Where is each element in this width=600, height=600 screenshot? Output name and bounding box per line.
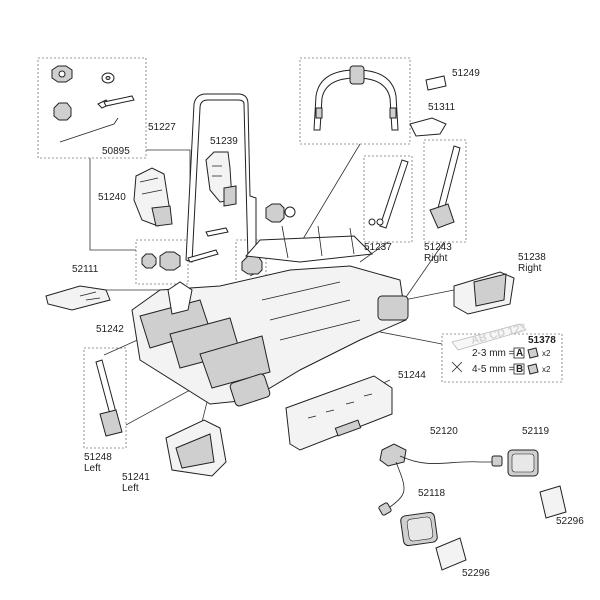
- label-51238-side: Right: [518, 263, 542, 274]
- left-arm-parts: [95, 359, 123, 437]
- right-arm-box: [423, 139, 467, 243]
- spacer-a-icon: [527, 347, 539, 359]
- label-52111: 52111: [72, 264, 99, 275]
- wheel-holder-51239: [205, 151, 237, 207]
- plate-text: AB CD 123: [470, 322, 527, 347]
- label-51249: 51249: [452, 68, 480, 79]
- hardware-kit-box: [37, 57, 147, 159]
- label-51311: 51311: [428, 102, 456, 113]
- cover-52111: [45, 285, 111, 311]
- label-52118: 52118: [418, 488, 446, 499]
- label-51238: 51238: [518, 252, 546, 263]
- label-52296-bottom: 52296: [462, 568, 490, 579]
- spacer-row1-range: 2-3 mm =: [472, 348, 515, 359]
- lens-52296-bottom: [435, 537, 467, 571]
- spacer-b-box: [513, 363, 525, 375]
- spacer-cross-icon: [451, 361, 463, 373]
- spacer-row2-range: 4-5 mm =: [472, 364, 515, 375]
- carrier-body: [131, 225, 409, 407]
- knob-kit-box: [135, 239, 189, 285]
- spacer-b-icon: [527, 363, 539, 375]
- spacer-row2-letter: B: [516, 364, 523, 375]
- wheel-holder-51240: [133, 167, 173, 227]
- label-51244: 51244: [398, 370, 426, 381]
- wiring-harness: [378, 443, 503, 516]
- label-52120: 52120: [430, 426, 458, 437]
- spacer-info: AB CD 123 2-3 mm = A x2 4-5 mm = B x2: [451, 322, 551, 375]
- label-51243: 51243: [424, 242, 452, 253]
- spacer-row1-letter: A: [516, 348, 523, 359]
- spacer-row2-qty: x2: [542, 365, 551, 374]
- right-arm-parts: [429, 145, 461, 229]
- hardware-kit-parts: [51, 65, 135, 143]
- spacer-row1-qty: x2: [542, 349, 551, 358]
- label-52119: 52119: [522, 426, 550, 437]
- light-51241: [165, 419, 227, 477]
- label-51227: 51227: [148, 122, 176, 133]
- label-51248: 51248: [84, 452, 112, 463]
- left-arm-box: [83, 347, 127, 449]
- light-51238: [453, 271, 515, 315]
- label-51248-side: Left: [84, 463, 101, 474]
- label-51241: 51241: [122, 472, 150, 483]
- bracket-kit-box: [299, 57, 411, 145]
- label-50895: 50895: [102, 146, 130, 157]
- strap-parts: [368, 159, 409, 229]
- leader-lines: [89, 143, 455, 431]
- small-hardware: [141, 203, 296, 275]
- label-51239: 51239: [210, 136, 238, 147]
- lamp-units: [400, 449, 567, 571]
- bracket-kit-parts: [313, 65, 447, 137]
- plate-51244: [285, 375, 393, 451]
- label-51240: 51240: [98, 192, 126, 203]
- label-51237: 51237: [364, 242, 392, 253]
- part-labels: 50895 51227 51239 51240 51249 51311 5123…: [72, 68, 584, 579]
- label-51241-side: Left: [122, 483, 139, 494]
- label-51378: 51378: [528, 335, 556, 346]
- label-51243-side: Right: [424, 253, 448, 264]
- label-51242: 51242: [96, 324, 124, 335]
- spacer-a-box: [513, 347, 525, 359]
- lens-52296-right: [539, 485, 567, 519]
- label-52296-right: 52296: [556, 516, 584, 527]
